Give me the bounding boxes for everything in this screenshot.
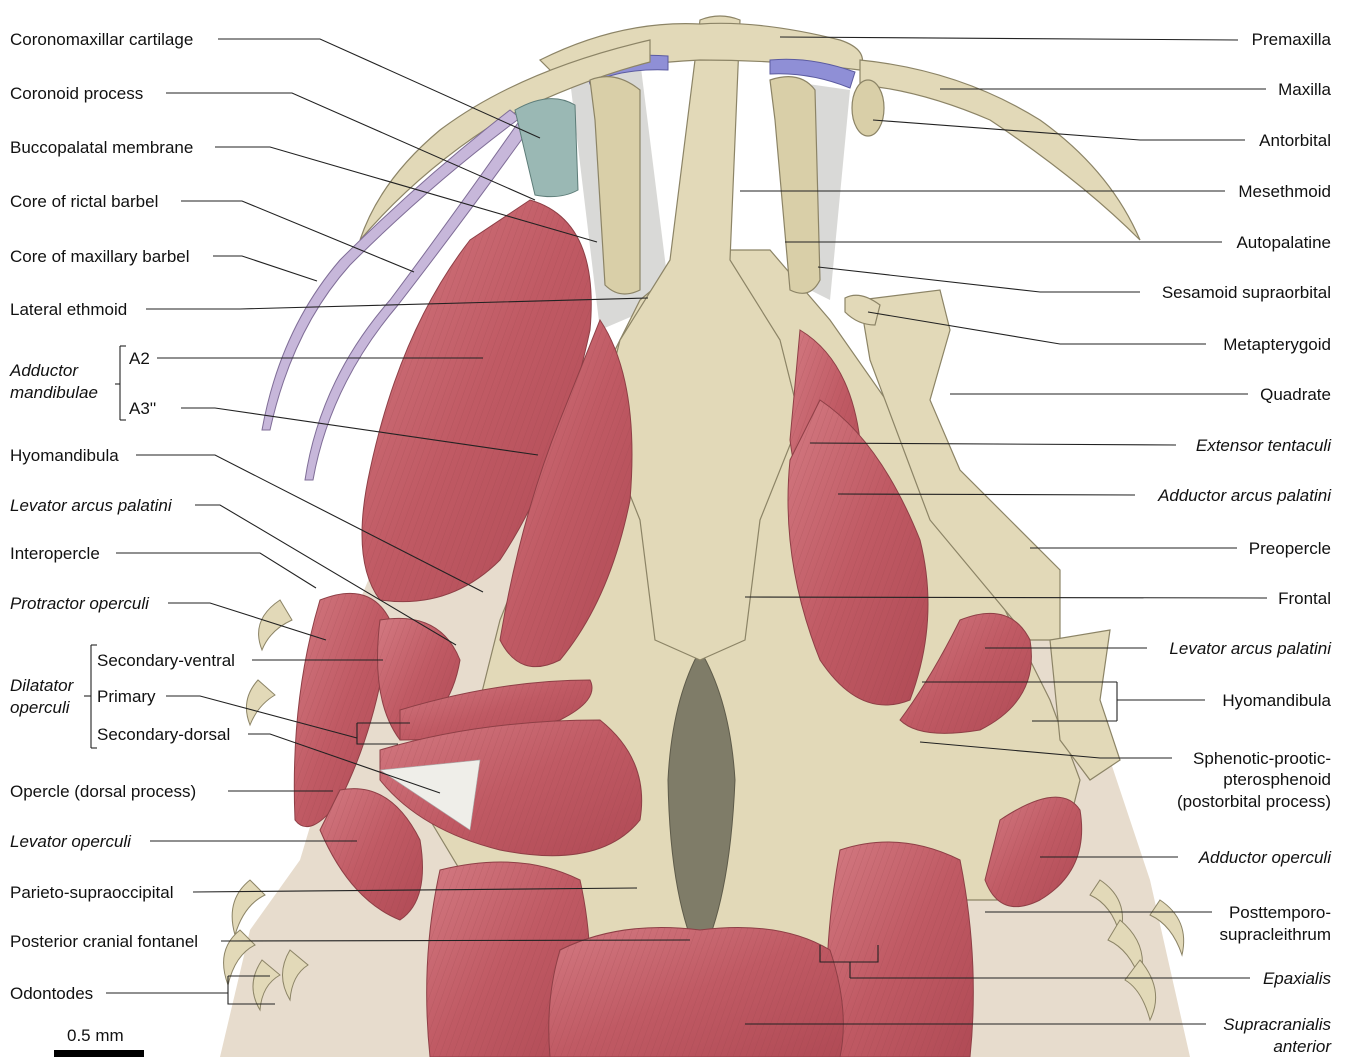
- label-odontodes: Odontodes: [10, 984, 93, 1003]
- label-metapterygoid: Metapterygoid: [1223, 335, 1331, 354]
- maxilla-bone: [860, 60, 1140, 240]
- label-opercle: Opercle (dorsal process): [10, 782, 196, 801]
- label-autopalatine: Autopalatine: [1236, 233, 1331, 252]
- label-secondary-ventral: Secondary-ventral: [97, 651, 235, 670]
- label-adductor-mandibulae-2: mandibulae: [10, 383, 98, 402]
- label-coronoid-process: Coronoid process: [10, 84, 143, 103]
- label-epaxialis: Epaxialis: [1263, 969, 1332, 988]
- label-parieto-supraoccipital: Parieto-supraoccipital: [10, 883, 173, 902]
- label-secondary-dorsal: Secondary-dorsal: [97, 725, 230, 744]
- label-primary: Primary: [97, 687, 156, 706]
- label-posttemporo-2: supracleithrum: [1220, 925, 1332, 944]
- label-supracranialis-1: Supracranialis: [1223, 1015, 1331, 1034]
- scale-bar: [54, 1050, 144, 1057]
- antorbital-bone: [852, 80, 884, 136]
- label-sphenotic-2: pterosphenoid: [1223, 770, 1331, 789]
- label-a3: A3'': [129, 399, 156, 418]
- specimen-illustration: [220, 16, 1190, 1057]
- label-adductor-mandibulae-1: Adductor: [9, 361, 79, 380]
- label-levator-operculi: Levator operculi: [10, 832, 132, 851]
- label-quadrate: Quadrate: [1260, 385, 1331, 404]
- label-core-rictal-barbel: Core of rictal barbel: [10, 192, 158, 211]
- label-adductor-arcus-palatini: Adductor arcus palatini: [1157, 486, 1332, 505]
- label-levator-arcus-palatini-right: Levator arcus palatini: [1169, 639, 1332, 658]
- label-hyomandibula-left: Hyomandibula: [10, 446, 119, 465]
- label-adductor-operculi: Adductor operculi: [1198, 848, 1333, 867]
- label-dilatator-1: Dilatator: [10, 676, 75, 695]
- label-buccopalatal-membrane: Buccopalatal membrane: [10, 138, 193, 157]
- label-core-maxillary-barbel: Core of maxillary barbel: [10, 247, 190, 266]
- label-interopercle: Interopercle: [10, 544, 100, 563]
- labels-right: Premaxilla Maxilla Antorbital Mesethmoid…: [1157, 30, 1332, 1056]
- label-supracranialis-2: anterior: [1273, 1037, 1332, 1056]
- label-extensor-tentaculi: Extensor tentaculi: [1196, 436, 1332, 455]
- label-preopercle: Preopercle: [1249, 539, 1331, 558]
- label-levator-arcus-palatini-left: Levator arcus palatini: [10, 496, 173, 515]
- label-posttemporo-1: Posttemporo-: [1229, 903, 1331, 922]
- labels-left: Coronomaxillar cartilage Coronoid proces…: [9, 30, 235, 1045]
- label-hyomandibula-right: Hyomandibula: [1222, 691, 1331, 710]
- label-sphenotic-3: (postorbital process): [1177, 792, 1331, 811]
- label-a2: A2: [129, 349, 150, 368]
- label-mesethmoid: Mesethmoid: [1238, 182, 1331, 201]
- label-posterior-cranial-fontanel: Posterior cranial fontanel: [10, 932, 198, 951]
- label-scale: 0.5 mm: [67, 1026, 124, 1045]
- label-sphenotic-1: Sphenotic-prootic-: [1193, 749, 1331, 768]
- label-sesamoid-supraorbital: Sesamoid supraorbital: [1162, 283, 1331, 302]
- label-coronomaxillar-cartilage: Coronomaxillar cartilage: [10, 30, 193, 49]
- label-premaxilla: Premaxilla: [1252, 30, 1332, 49]
- label-lateral-ethmoid: Lateral ethmoid: [10, 300, 127, 319]
- label-frontal: Frontal: [1278, 589, 1331, 608]
- coronomaxillar-cartilage-shape: [515, 99, 578, 197]
- label-maxilla: Maxilla: [1278, 80, 1331, 99]
- label-protractor-operculi: Protractor operculi: [10, 594, 150, 613]
- label-dilatator-2: operculi: [10, 698, 71, 717]
- label-antorbital: Antorbital: [1259, 131, 1331, 150]
